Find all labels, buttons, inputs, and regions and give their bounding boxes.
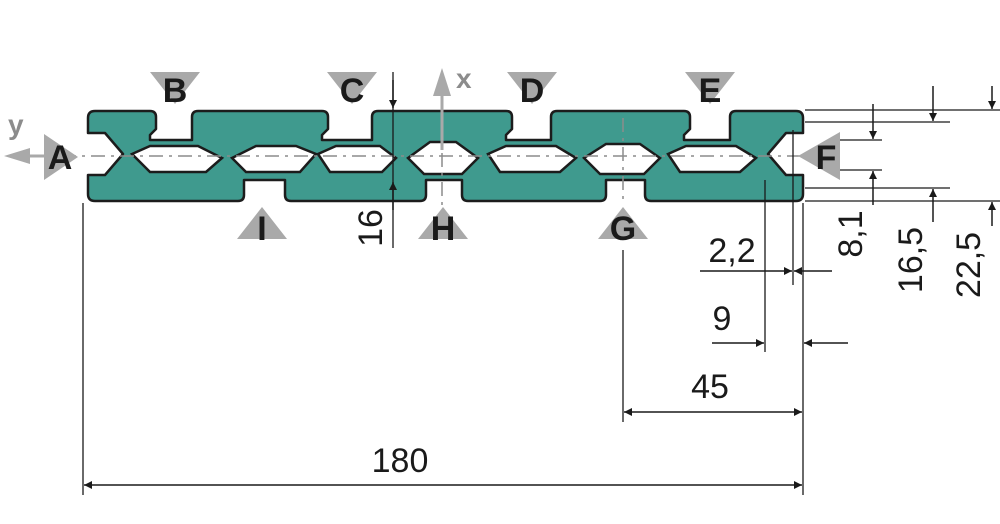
dim-lip-thickness: 2,2	[708, 232, 755, 270]
y-axis-arrowhead-icon	[4, 148, 30, 164]
arrow-down-icon	[507, 72, 557, 104]
dim-end-inset: 9	[713, 300, 732, 338]
dim-slot-width: 8,1	[832, 210, 870, 257]
arrow-up-icon	[237, 207, 287, 239]
groove-label-right: F	[816, 139, 837, 177]
groove-label-top: E	[699, 72, 722, 110]
dim-inner-height: 16,5	[892, 227, 930, 293]
dim-groove-center: 45	[691, 368, 729, 406]
y-axis-label: y	[8, 109, 24, 140]
dimension-values: 180 45 9 2,2 16 8,1 16,5 22,5	[352, 209, 988, 480]
groove-labels: B C D E I H G A F	[48, 72, 837, 248]
dim-total-width: 180	[372, 442, 429, 480]
arrow-down-icon	[685, 72, 735, 104]
cavity-4	[406, 140, 480, 176]
arrow-down-icon	[150, 72, 200, 104]
cavity-5	[486, 144, 579, 174]
x-axis-label: x	[456, 63, 472, 94]
groove-label-left: A	[48, 139, 73, 177]
cavity-1	[129, 144, 225, 174]
arrow-up-icon	[598, 207, 648, 239]
groove-label-top: B	[163, 72, 188, 110]
x-axis-arrowhead-icon	[433, 68, 451, 96]
groove-label-bottom: G	[610, 210, 636, 248]
cavity-2	[229, 144, 319, 174]
cavity-7	[666, 144, 759, 174]
cavity-3	[316, 144, 398, 174]
dimension-lines	[84, 80, 996, 489]
dim-outer-height: 22,5	[950, 232, 988, 298]
arrow-down-icon	[327, 72, 377, 104]
groove-arrows	[44, 72, 840, 239]
groove-label-bottom: I	[257, 210, 266, 248]
groove-label-bottom: H	[431, 210, 456, 248]
groove-label-top: C	[340, 72, 365, 110]
arrow-right-icon	[44, 134, 78, 180]
arrow-up-icon	[418, 207, 468, 239]
arrow-left-icon	[798, 132, 840, 180]
axis-arrows: x y	[4, 63, 472, 164]
dim-height-profile: 16	[352, 209, 390, 247]
cavity-6	[582, 142, 662, 176]
groove-label-top: D	[520, 72, 545, 110]
extension-lines	[82, 72, 1000, 495]
